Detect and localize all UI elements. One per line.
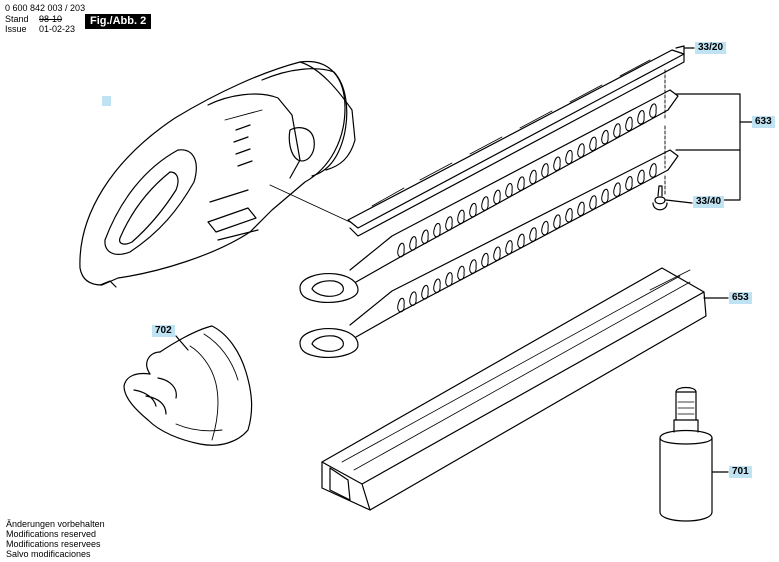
lower-cutting-blade: [299, 149, 679, 358]
callout-701: 701: [729, 466, 752, 478]
oil-bottle: [659, 386, 713, 522]
gloves: [123, 325, 253, 446]
stand-value: 98-10: [39, 14, 63, 24]
stand-label: Stand: [5, 14, 29, 24]
callout-633: 633: [752, 116, 775, 128]
callout-653: 653: [729, 292, 752, 304]
document-number: 0 600 842 003 / 203: [5, 3, 86, 13]
callout-33-20: 33/20: [695, 42, 727, 54]
hedge-trimmer-housing: [79, 60, 356, 288]
upper-cutting-blade: [299, 89, 679, 303]
disclaimer-line: Salvo modificaciones: [6, 549, 91, 559]
screw: [652, 185, 668, 211]
issue-value: 01-02-23: [39, 24, 76, 34]
figure-label: Fig./Abb. 2: [85, 14, 152, 29]
disclaimer: Änderungen vorbehalten Modifications res…: [6, 519, 105, 559]
callout-33-40: 33/40: [693, 196, 725, 208]
disclaimer-line: Änderungen vorbehalten: [6, 519, 105, 529]
blade-sheath: [321, 267, 707, 511]
leader-lines: [175, 47, 753, 473]
disclaimer-line: Modifications reserved: [6, 529, 97, 539]
callout-702: 702: [152, 325, 175, 337]
blade-guide-rail: [347, 45, 685, 237]
disclaimer-line: Modifications reservees: [6, 539, 101, 549]
issue-label: Issue: [5, 24, 27, 34]
position-marker: [102, 96, 111, 106]
